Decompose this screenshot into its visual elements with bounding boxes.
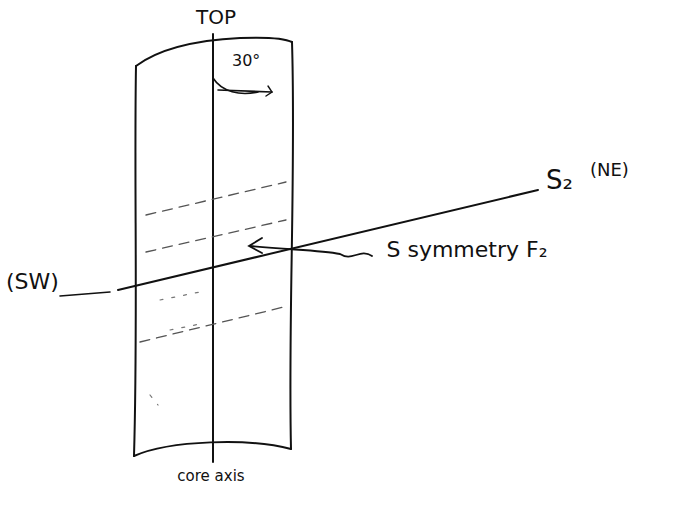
foliation-trace bbox=[160, 292, 200, 300]
angle-tick bbox=[266, 86, 272, 96]
direction-label: (SW) bbox=[6, 270, 59, 294]
top-label: TOP bbox=[196, 6, 236, 28]
foliation-trace bbox=[146, 182, 286, 215]
axis-label: core axis bbox=[176, 468, 246, 485]
angle-label: 30° bbox=[232, 52, 260, 70]
pointer-arrowhead bbox=[249, 238, 262, 253]
foliation-trace bbox=[150, 395, 158, 405]
pointer-arrow bbox=[250, 246, 372, 257]
sw-leader bbox=[60, 292, 110, 296]
direction-label: (NE) bbox=[590, 160, 629, 180]
trace-label: S₂ bbox=[546, 166, 573, 195]
core-left-edge bbox=[134, 66, 136, 456]
foliation-trace bbox=[170, 324, 200, 330]
core-axis-line bbox=[212, 34, 214, 462]
symmetry-note: S symmetry F₂ bbox=[382, 238, 552, 262]
core-right-edge bbox=[290, 42, 293, 449]
angle-ray bbox=[218, 90, 272, 92]
foliation-trace bbox=[140, 306, 288, 342]
